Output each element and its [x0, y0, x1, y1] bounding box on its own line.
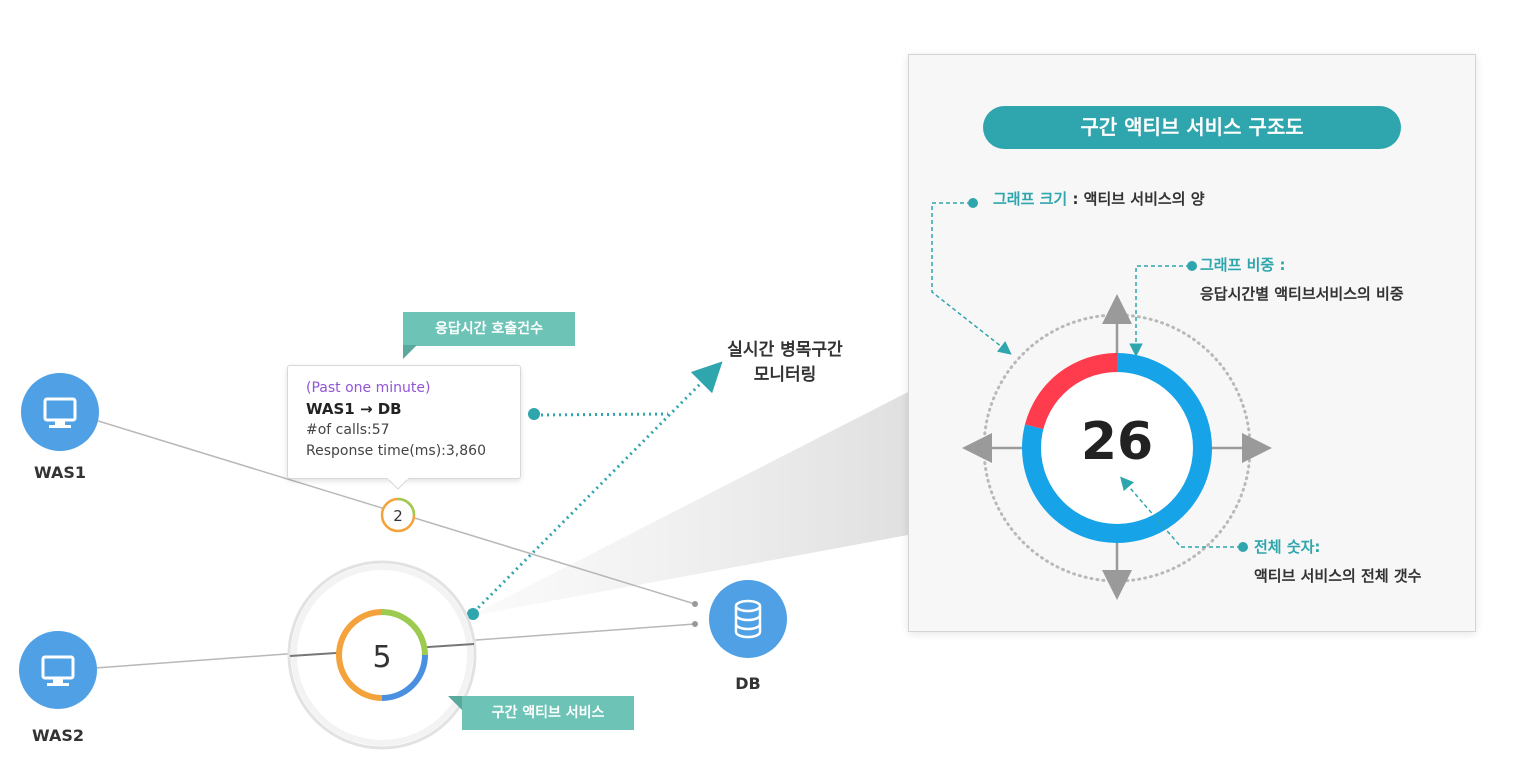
call-count-badge-value: 2 — [393, 507, 403, 525]
node-was1[interactable] — [21, 373, 99, 451]
monitor-arrow — [472, 361, 723, 614]
size-leader — [931, 202, 1012, 355]
tooltip-calls: #of calls:57 — [306, 422, 390, 438]
was2-label: WAS2 — [32, 726, 84, 745]
panel-title: 구간 액티브 서비스 구조도 — [983, 106, 1401, 149]
annotation-size: 그래프 크기 : 액티브 서비스의 양 — [993, 188, 1205, 209]
annotation-size-text: : 액티브 서비스의 양 — [1067, 190, 1205, 208]
node-db[interactable] — [709, 580, 787, 658]
panel-donut-slice-0 — [1022, 353, 1212, 543]
realtime-monitor-line2: 모니터링 — [753, 365, 817, 385]
tooltip-connector — [534, 412, 669, 417]
db-label: DB — [735, 674, 761, 693]
annotation-size-key: 그래프 크기 — [993, 190, 1068, 208]
realtime-monitor-text: 실시간 병목구간 모니터링 — [720, 338, 850, 388]
panel-donut — [1022, 353, 1212, 543]
structure-panel: 구간 액티브 서비스 구조도 26 그래프 크기 : 액티브 서비스의 — [908, 54, 1476, 632]
panel-diagram — [931, 198, 1272, 600]
annotation-total-text: 액티브 서비스의 전체 갯수 — [1254, 567, 1422, 585]
annotation-ratio-key: 그래프 비중 : — [1200, 256, 1286, 274]
annotation-total-key-line: 전체 숫자: — [1254, 536, 1320, 557]
tooltip-route: WAS1 → DB — [306, 400, 402, 418]
tooltip-response: Response time(ms):3,860 — [306, 443, 486, 459]
annotation-ratio-key-line: 그래프 비중 : — [1200, 254, 1285, 275]
ratio-leader — [1129, 265, 1190, 357]
zoom-beam — [470, 392, 908, 616]
response-calls-tag-tail — [403, 345, 417, 359]
section-active-tag: 구간 액티브 서비스 — [462, 696, 634, 730]
tooltip-period: (Past one minute) — [306, 380, 431, 396]
node-was2[interactable] — [19, 631, 97, 709]
was1-label: WAS1 — [34, 463, 86, 482]
panel-donut-total: 26 — [1080, 412, 1154, 472]
panel-donut-slice-1 — [1024, 353, 1118, 430]
response-calls-tag: 응답시간 호출건수 — [403, 312, 575, 346]
section-active-tag-tail — [448, 696, 462, 710]
tooltip-pointer — [387, 478, 409, 490]
small-donut-total: 5 — [372, 640, 391, 675]
annotation-total-key: 전체 숫자: — [1254, 538, 1321, 556]
annotation-ratio-text: 응답시간별 액티브서비스의 비중 — [1200, 285, 1404, 303]
call-tooltip: (Past one minute) WAS1 → DB #of calls:57… — [287, 365, 521, 479]
realtime-monitor-line1: 실시간 병목구간 — [727, 340, 843, 360]
total-leader — [1120, 476, 1241, 548]
